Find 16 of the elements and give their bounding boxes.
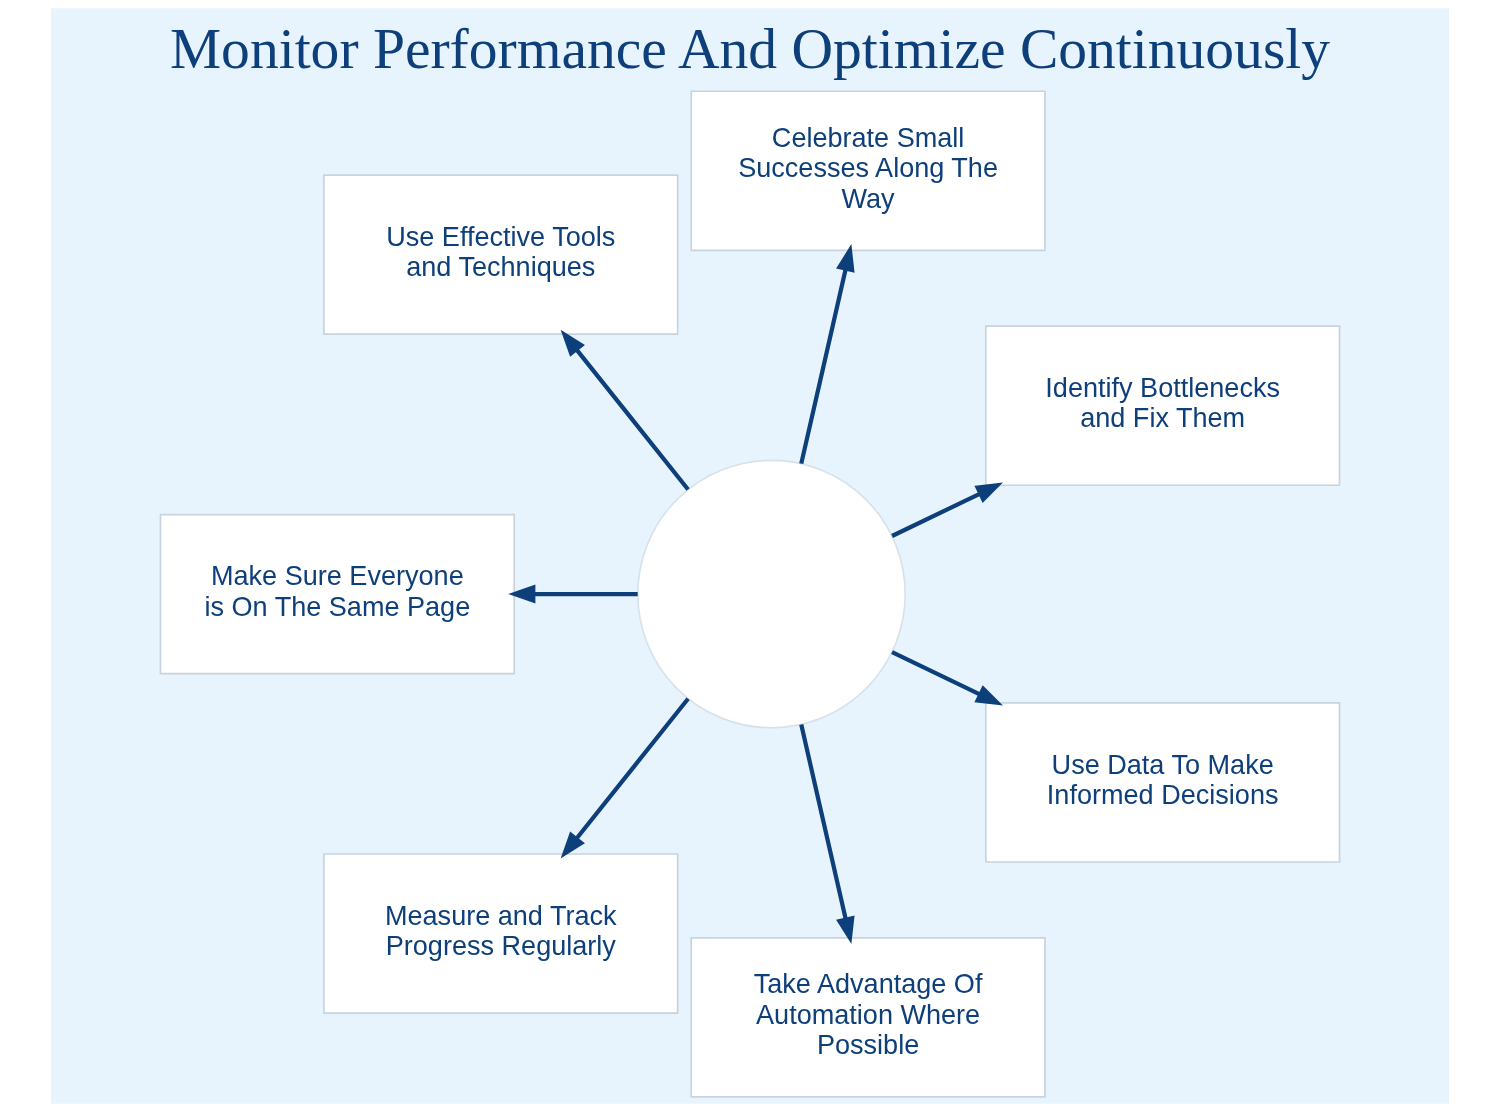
node-box: Take Advantage Of Automation Where Possible [690, 936, 1046, 1098]
arrow [891, 482, 1003, 538]
diagram-title: Monitor Performance And Optimize Continuously [169, 16, 1331, 80]
node-box: Measure and Track Progress Regularly [323, 853, 679, 1014]
node-box: Identify Bottlenecks and Fix Them [984, 325, 1341, 487]
arrow [508, 584, 638, 604]
node-box: Celebrate Small Successes Along The Way [690, 90, 1046, 252]
arrow [560, 697, 690, 859]
arrow [799, 724, 855, 945]
arrow [560, 329, 690, 491]
arrow [799, 244, 855, 465]
node-box: Use Effective Tools and Techniques [323, 174, 679, 336]
node-box: Use Data To Make Informed Decisions [984, 702, 1341, 863]
node-box: Make Sure Everyone is On The Same Page [159, 513, 516, 675]
node-circle [636, 459, 907, 729]
arrow [891, 650, 1003, 706]
